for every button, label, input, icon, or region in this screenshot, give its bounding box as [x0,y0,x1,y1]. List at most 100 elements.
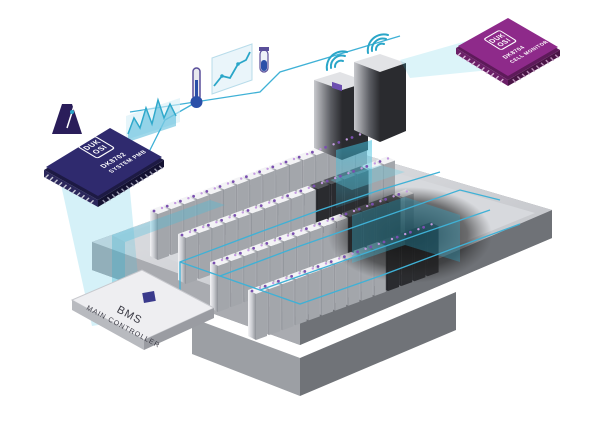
chip-pin [144,173,149,178]
battery-cell [248,286,267,340]
chip-pin [72,189,76,194]
cell-terminal-dot [316,265,320,268]
cell-terminal-dot [325,179,329,183]
chip-pin [461,55,466,60]
cell-terminal-dot [240,177,243,180]
cell-terminal-dot [377,242,380,246]
cell-terminal-dot [188,230,192,234]
cell-terminal-dot [345,138,348,141]
cell-terminal-dot [152,209,156,213]
chip-logo-line2: OSI [496,38,513,48]
cell-terminal-dot [215,221,218,224]
cell-terminal-dot [213,187,216,190]
cell-terminal-dot [390,237,394,241]
chip-pin [550,56,555,61]
chip-pin [490,72,495,77]
cell-terminal-dot [344,212,348,216]
thermometer-icon [190,67,203,108]
chip-pin [495,75,500,80]
chip-logo-line2: OSI [90,144,110,156]
cell-terminal-dot [291,232,295,236]
cell-terminal-dot [395,235,399,239]
cell-terminal-dot [278,237,282,240]
cell-terminal-dot [339,174,342,178]
cell-terminal-dot [312,184,316,188]
cell-sense-points [152,133,433,293]
cell-terminal-dot [258,170,261,174]
cell-terminal-dot [343,255,346,259]
chip-pin [130,182,135,187]
chip-pin [516,76,521,81]
cell-terminal-dot [259,204,263,208]
cell-terminal-dot [246,209,250,212]
cell-terminal-dot [352,169,355,173]
wireless-signal-icon [325,33,389,71]
cell-terminal-dot [356,250,359,254]
cell-terminal-dot [422,225,425,229]
cell-terminal-dot [187,197,190,200]
cell-terminal-dot [311,150,314,154]
cell-terminal-dot [226,182,230,185]
chip-pin [149,171,154,176]
cell-terminal-dot [338,257,341,260]
cell-terminal-dot [200,192,203,195]
cell-terminal-dot [365,165,369,168]
cell-terminal-dot [260,244,263,247]
cell-terminal-dot [303,270,307,273]
cell-terminal-dot [358,133,362,136]
cell-terminal-dot [334,176,337,180]
cell-terminal-dot [174,201,177,205]
chip-pin [526,70,531,75]
cell-terminal-dot [332,143,335,146]
cell-terminal-dot [306,152,309,156]
chip-pin [135,179,140,184]
cell-terminal-dot [382,240,386,244]
cell-terminal-dot [192,194,196,198]
cell-terminal-dot [253,172,256,175]
tower-beam [336,140,372,208]
cell-terminal-dot [286,194,289,198]
metronome-icon [52,104,82,134]
cell-terminal-dot [326,219,329,222]
chip-pin [471,61,476,66]
system-pmb-chip: DUK OSI DK8702 SYSTEM PMB [44,128,164,207]
cell-terminal-dot [285,277,288,280]
cell-terminal-dot [245,175,248,179]
cell-terminal-dot [369,245,373,249]
cell-terminal-dot [234,253,237,257]
cell-terminal-dot [417,228,420,231]
cell-terminal-dot [397,193,401,196]
cell-terminal-dot [281,196,284,199]
cell-terminal-dot [231,180,235,184]
line-chart-icon [211,43,253,95]
chip-pin [85,197,90,202]
chip-pin [139,176,144,181]
cell-terminal-dot [298,272,301,275]
cell-terminal-dot [207,223,210,227]
battery-cell [210,258,229,312]
cell-terminal-dot [319,148,322,151]
cell-terminal-dot [331,217,335,221]
chip-pin [58,181,63,186]
cell-terminal-dot [337,141,341,144]
cell-terminal-dot [351,252,354,255]
controller-chip-icon [142,291,156,303]
cell-monitor-chip: DUK OSI DK8704 CELL MONITOR [456,18,560,86]
cell-terminal-dot [290,274,293,278]
chip-pin [121,188,126,193]
chip-pin [125,185,130,190]
chip-pin [63,184,67,189]
chip-pin [90,199,94,204]
chip-pin [116,191,121,196]
cell-terminal-dot [305,227,308,231]
cell-terminal-dot [360,167,363,170]
chip-pin [512,78,517,83]
cell-terminal-dot [284,160,288,164]
chip-pin [499,78,504,83]
cell-terminal-dot [250,289,254,293]
cell-terminal-dot [409,230,412,234]
cell-terminal-dot [352,209,356,213]
cell-terminal-dot [273,239,276,242]
cell-terminal-dot [277,279,280,283]
